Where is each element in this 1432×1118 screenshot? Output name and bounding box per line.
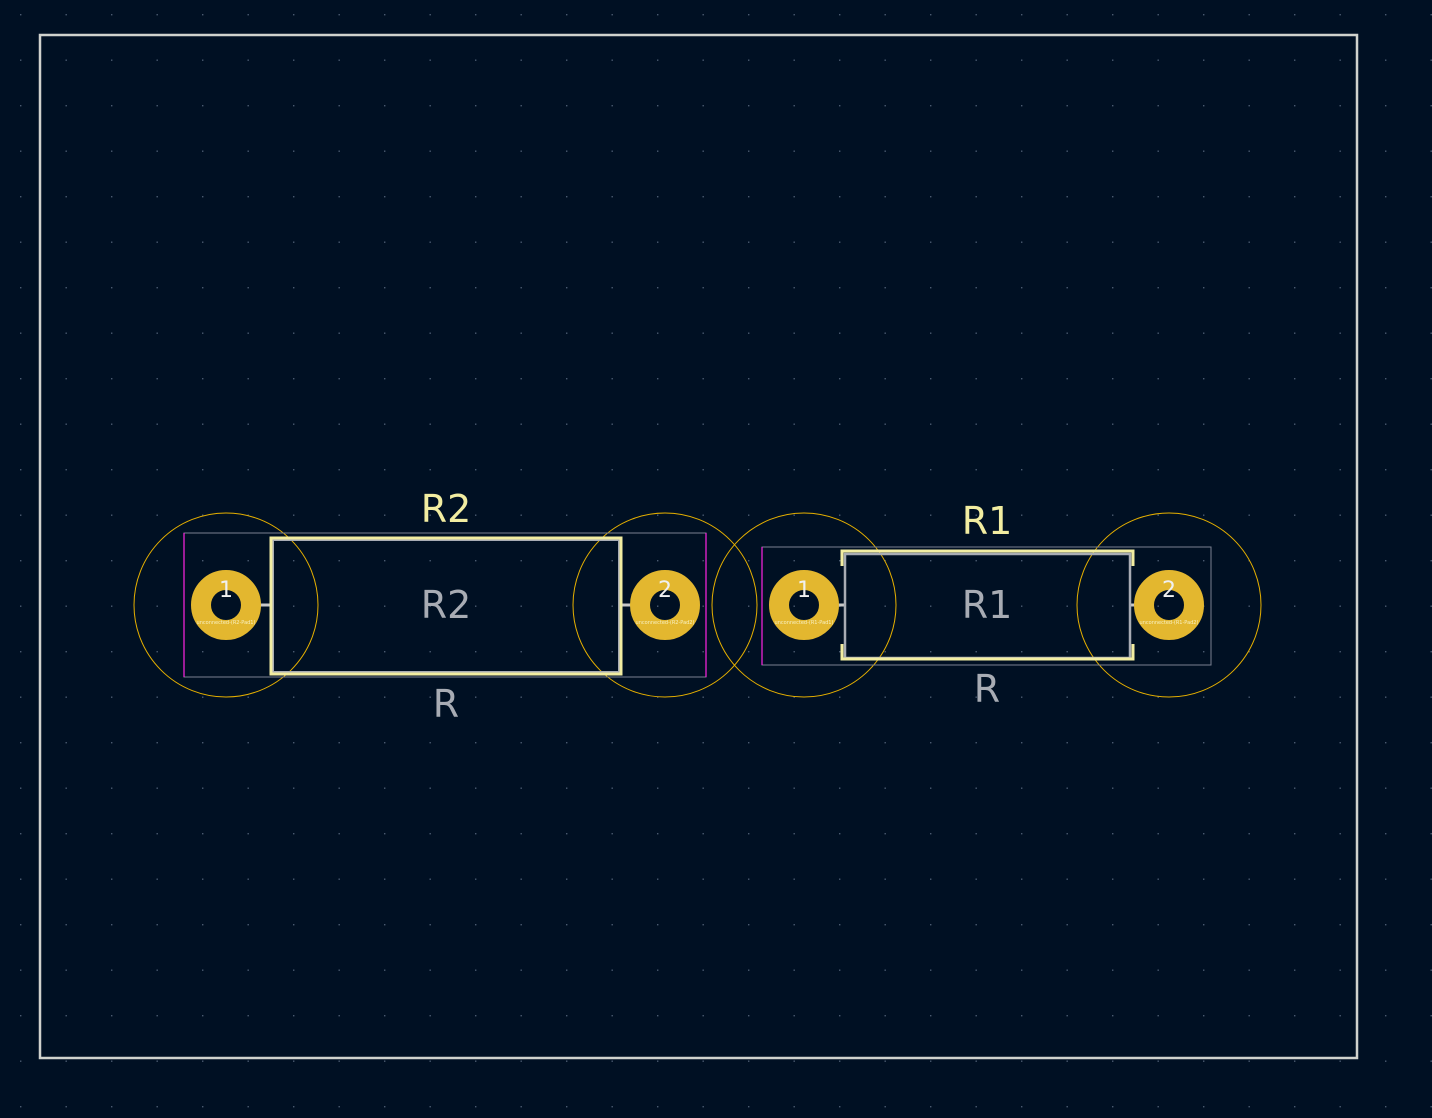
pad-number: 2 [658, 578, 672, 603]
value-label[interactable]: R [974, 667, 1000, 711]
pad-1[interactable]: 1 unconnected-(R1-Pad1) [769, 570, 839, 640]
pad-net: unconnected-(R2-Pad2) [636, 620, 695, 626]
pad-2[interactable]: 2 unconnected-(R2-Pad2) [630, 570, 700, 640]
reference-label[interactable]: R2 [421, 487, 472, 531]
pad-net: unconnected-(R2-Pad1) [197, 620, 256, 626]
reference-label[interactable]: R1 [962, 499, 1013, 543]
footprint-r2[interactable]: R2 R2 R 1 unconnected-(R2-Pad1) 2 unconn… [133, 487, 758, 726]
courtyard-circle [1076, 512, 1262, 698]
fab-reference-label: R2 [421, 583, 472, 627]
courtyard-circle [572, 512, 758, 698]
pad-2[interactable]: 2 unconnected-(R1-Pad2) [1134, 570, 1204, 640]
pad-1[interactable]: 1 unconnected-(R2-Pad1) [191, 570, 261, 640]
courtyard-circle [133, 512, 319, 698]
pad-net: unconnected-(R1-Pad1) [775, 620, 834, 626]
pad-number: 1 [797, 578, 811, 603]
pad-number: 2 [1162, 578, 1176, 603]
value-label[interactable]: R [433, 682, 459, 726]
silkscreen-body [840, 549, 1135, 661]
fab-reference-label: R1 [962, 583, 1013, 627]
silkscreen-body [269, 536, 623, 676]
footprint-r1[interactable]: R1 R1 R 1 unconnected-(R1-Pad1) 2 unconn… [711, 499, 1262, 711]
pad-number: 1 [219, 578, 233, 603]
fab-body [272, 539, 620, 673]
courtyard-circle [711, 512, 897, 698]
pad-net: unconnected-(R1-Pad2) [1140, 620, 1199, 626]
board-edge-outline [38, 33, 1359, 1060]
